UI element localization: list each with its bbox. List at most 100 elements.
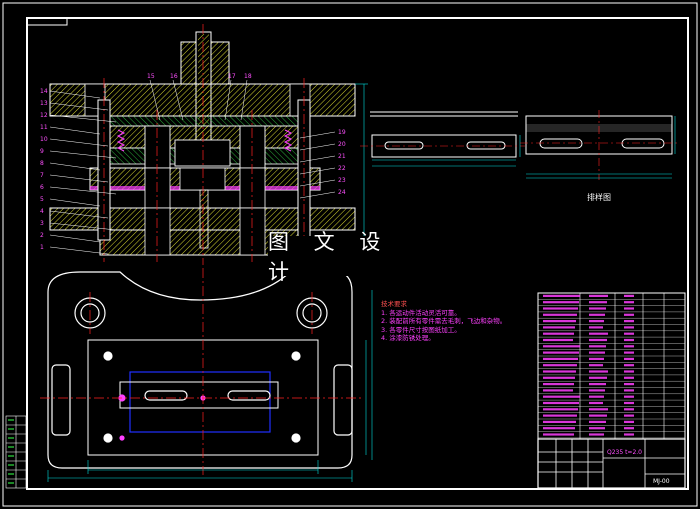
bom-cell-text	[624, 307, 634, 310]
binding-margin-table	[5, 415, 27, 489]
bom-cell-text	[589, 326, 603, 329]
ejector-pin	[199, 189, 209, 249]
bom-cell-text	[543, 376, 575, 379]
material-spec: Q235 t=2.0	[607, 449, 643, 456]
bom-cell-text	[543, 357, 578, 360]
notes-title: 技术要求	[381, 300, 407, 308]
bom-cell-text	[543, 294, 580, 297]
callout-22: 22	[299, 165, 346, 175]
bom-cell-text	[589, 294, 608, 297]
bom-cell-text	[624, 408, 634, 411]
callout-8: 8	[40, 160, 101, 171]
callout-5: 5	[40, 196, 101, 207]
punches	[144, 125, 266, 173]
bom-cell-text	[543, 389, 573, 392]
callout-2: 2	[40, 232, 101, 243]
bom-cell-text	[589, 395, 604, 398]
callout-7: 7	[40, 172, 109, 183]
bom-cell-text	[543, 326, 575, 329]
bom-cell-text	[624, 351, 634, 354]
bom-cell-text	[543, 320, 576, 323]
bom-cell-text	[589, 389, 605, 392]
bom-cell-text	[624, 332, 634, 335]
notes-item: 1. 各运动件活动灵活可靠。	[381, 308, 461, 317]
bom-cell-text	[589, 383, 606, 386]
plan-view-centerlines	[40, 268, 362, 475]
svg-text:4: 4	[40, 208, 44, 215]
drawing-number: MJ-00	[653, 478, 670, 485]
svg-text:1: 1	[40, 244, 44, 251]
bom-cell-text	[589, 376, 607, 379]
bom-cell-text	[624, 338, 634, 342]
bom-cell-text	[589, 414, 607, 417]
bom-cell-text	[624, 326, 634, 329]
callout-13: 13	[40, 100, 109, 111]
lower-die-plan-view	[47, 271, 353, 469]
bom-cell-text	[624, 389, 634, 392]
svg-text:12: 12	[40, 112, 48, 119]
callout-23: 23	[299, 177, 346, 187]
bom-cell-text	[624, 401, 634, 405]
bom-cell-text	[543, 338, 573, 342]
svg-text:20: 20	[338, 141, 346, 148]
bom-cell-text	[624, 414, 634, 417]
die-openings	[144, 167, 266, 209]
svg-text:7: 7	[40, 172, 44, 179]
callout-10: 10	[40, 136, 109, 147]
svg-text:10: 10	[40, 136, 48, 143]
bom-cell-text	[624, 383, 634, 386]
bom-cell-text	[624, 370, 634, 373]
callout-19: 19	[299, 129, 346, 139]
bom-cell-text	[624, 313, 634, 316]
bom-cell-text	[589, 420, 606, 423]
callout-9: 9	[40, 148, 117, 159]
bom-cell-text	[624, 294, 634, 297]
bom-cell-text	[589, 338, 607, 342]
svg-text:22: 22	[338, 165, 346, 172]
stripper-springs	[116, 129, 293, 152]
bom-cell-text	[543, 433, 574, 436]
bom-cell-text	[543, 345, 580, 348]
backing-plate	[99, 115, 311, 127]
svg-text:3: 3	[40, 220, 44, 227]
svg-text:11: 11	[40, 124, 48, 131]
svg-text:6: 6	[40, 184, 44, 191]
bom-cell-text	[624, 395, 634, 398]
bom-cell-text	[589, 320, 604, 323]
bom-rows	[538, 294, 685, 439]
strip-layout-label: 排样图	[587, 193, 611, 202]
svg-text:5: 5	[40, 196, 44, 203]
assembly-section-view	[49, 24, 368, 265]
bom-cell-text	[543, 313, 577, 316]
section-centerlines	[103, 24, 305, 265]
watermark: 图 文 设 计	[268, 230, 428, 284]
bom-cell-text	[543, 370, 576, 373]
callout-21: 21	[299, 153, 346, 163]
svg-text:19: 19	[338, 129, 346, 136]
bom-cell-text	[543, 364, 577, 367]
svg-text:21: 21	[338, 153, 346, 160]
callout-16: 16	[170, 73, 184, 121]
svg-text:17: 17	[228, 73, 236, 80]
callout-12: 12	[40, 112, 117, 123]
callout-14: 14	[40, 88, 101, 99]
bom-cell-text	[543, 427, 575, 430]
strip-layout-plan	[520, 110, 680, 180]
strip-layout-side	[360, 111, 525, 167]
bom-cell-text	[543, 414, 577, 417]
svg-text:16: 16	[170, 73, 178, 80]
bom-cell-text	[624, 357, 634, 360]
bom-cell-text	[543, 408, 578, 411]
bom-cell-text	[589, 307, 606, 310]
svg-text:23: 23	[338, 177, 346, 184]
bom-cell-text	[543, 383, 574, 386]
bom-cell-text	[589, 427, 605, 430]
bom-cell-text	[543, 307, 578, 310]
bom-cell-text	[589, 332, 608, 335]
svg-text:13: 13	[40, 100, 48, 107]
callout-11: 11	[40, 124, 101, 135]
